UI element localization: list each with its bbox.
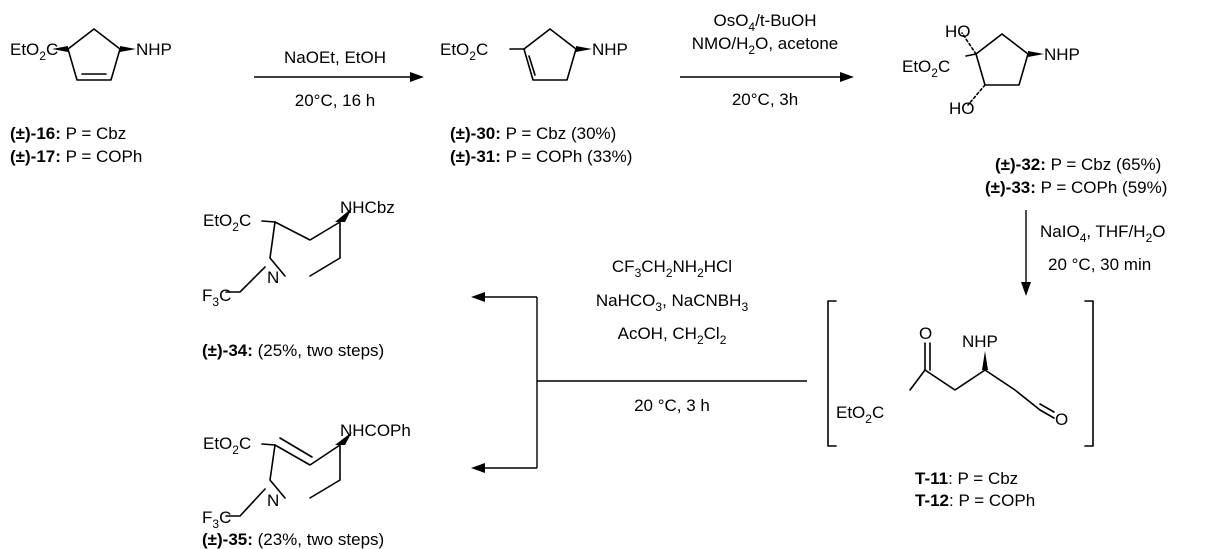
hydroxyl-label: HO <box>945 22 971 41</box>
reaction-arrow-1 <box>254 72 424 82</box>
ester-label: EtO2C <box>902 57 950 80</box>
step4-conditions: 20 °C, 3 h <box>634 396 710 415</box>
compound-33-label: (±)-33: P = COPh (59%) <box>985 178 1167 197</box>
nhp-label: NHP <box>136 40 172 59</box>
step3-conditions: 20 °C, 30 min <box>1048 255 1151 274</box>
compound-35-desc: (23%, two steps) <box>253 530 384 549</box>
ester-label: EtO2C <box>836 403 884 426</box>
intermediate-t11-label: T-11: P = Cbz <box>915 469 1018 488</box>
step1-conditions: 20°C, 16 h <box>295 91 376 110</box>
ester-label: EtO2C <box>203 434 251 457</box>
ester-label: EtO2C <box>203 211 251 234</box>
ketone-oxygen: O <box>919 324 932 343</box>
ring-nitrogen: N <box>267 491 279 510</box>
compound-32-label: (±)-32: P = Cbz (65%) <box>995 155 1161 174</box>
structure-35: EtO2C NHCOPh F3C N <box>202 421 411 531</box>
step3-reagents: NaIO4, THF/H2O <box>1040 222 1165 245</box>
nhp-label: NHP <box>592 40 628 59</box>
compound-17-label: (±)-17: P = COPh <box>10 147 142 166</box>
compound-31-label: (±)-31: P = COPh (33%) <box>450 147 632 166</box>
nhp-label: NHP <box>962 332 998 351</box>
intermediate-t12-label: T-12: P = COPh <box>915 491 1035 510</box>
reaction-arrow-4 <box>471 292 807 473</box>
trifluoromethyl-label: F3C <box>202 286 231 309</box>
ester-label: EtO2C <box>10 40 58 63</box>
compound-16-label: (±)-16: P = Cbz <box>10 124 126 143</box>
step2-cooxidant: NMO/H2O, acetone <box>692 34 839 57</box>
trifluoromethyl-label: F3C <box>202 508 231 531</box>
compound-35-id: (±)-35: <box>202 530 253 549</box>
intermediate-structure: O NHP O EtO2C <box>827 300 1094 447</box>
ester-label: EtO2C <box>440 40 488 63</box>
structure-16-17: EtO2C NHP <box>10 28 172 81</box>
reaction-arrow-2 <box>680 72 854 82</box>
reaction-arrow-3 <box>1021 210 1031 296</box>
nhp-label: NHP <box>1044 45 1080 64</box>
step1-reagents: NaOEt, EtOH <box>284 48 386 67</box>
structure-30-31: EtO2C NHP <box>440 28 628 81</box>
ring-nitrogen: N <box>267 268 279 287</box>
structure-32-33: HO EtO2C HO NHP <box>902 22 1080 118</box>
step4-solvent: AcOH, CH2Cl2 <box>618 324 727 347</box>
hydroxyl-label: HO <box>949 99 975 118</box>
structure-34: EtO2C NHCbz F3C N <box>202 198 395 309</box>
compound-30-label: (±)-30: P = Cbz (30%) <box>450 124 616 143</box>
carbamate-label: NHCbz <box>340 198 395 217</box>
compound-35-label: (±)-35: (23%, two steps) <box>202 530 384 549</box>
compound-34-label: (±)-34: (25%, two steps) <box>202 341 384 360</box>
step2-conditions: 20°C, 3h <box>732 90 798 109</box>
step2-reagents: OsO4/t-BuOH <box>713 11 816 34</box>
step4-amine: CF3CH2NH2HCl <box>612 257 732 280</box>
benzamide-label: NHCOPh <box>340 421 411 440</box>
step4-reductant: NaHCO3, NaCNBH3 <box>596 291 749 314</box>
aldehyde-oxygen: O <box>1055 410 1068 429</box>
